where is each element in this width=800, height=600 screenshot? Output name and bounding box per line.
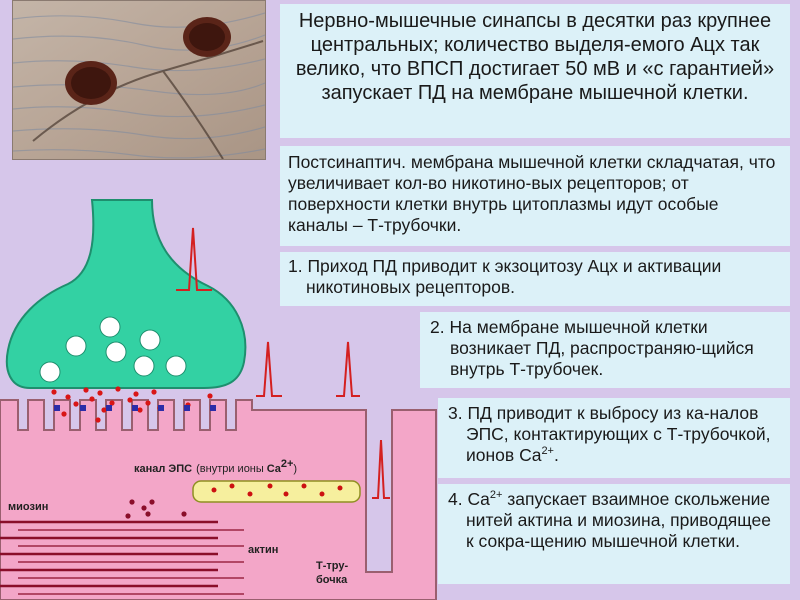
vesicle [165,355,187,377]
intro-box: Нервно-мышечные синапсы в десятки раз кр… [280,4,790,138]
vesicle [139,329,161,351]
step2-box: 2. На мембране мышечной клетки возникает… [420,312,790,388]
histology-photo [12,0,266,160]
spike-membrane-2 [336,341,360,397]
t-tubule-label-2: бочка [316,574,348,586]
actin-filaments [18,529,244,595]
membrane-text: Постсинаптич. мембрана мышечной клетки с… [288,152,776,235]
spike-membrane-1 [256,341,282,397]
intro-text: Нервно-мышечные синапсы в десятки раз кр… [295,10,775,104]
membrane-box: Постсинаптич. мембрана мышечной клетки с… [280,146,790,246]
released-calcium [125,499,187,519]
vesicle [99,316,121,338]
calcium-ions [211,483,343,497]
vesicles [39,316,187,383]
action-potentials [176,227,390,499]
nicotinic-receptors [54,405,216,411]
nerve-terminal [5,199,247,389]
step4-box: 4. Ca2+ запускает взаимное скольжение ни… [438,484,790,584]
spike-t-tubule [372,439,390,499]
vesicle [39,361,61,383]
actin-label: актин [248,544,278,556]
step2-text: 2. На мембране мышечной клетки возникает… [430,317,754,379]
step4-text: 4. Ca2+ запускает взаимное скольжение ни… [448,489,771,551]
vesicle [65,335,87,357]
vesicle [133,355,155,377]
step3-text: 3. ПД приводит к выбросу из ка-налов ЭПС… [448,403,771,465]
step1-text: 1. Приход ПД приводит к экзоцитозу Ацх и… [288,256,722,297]
step1-box: 1. Приход ПД приводит к экзоцитозу Ацх и… [280,252,790,306]
vesicle [105,341,127,363]
myosin-filaments [0,520,218,588]
t-tubule-label-1: Т-тру- [316,560,348,572]
myosin-label: миозин [8,501,48,513]
step3-box: 3. ПД приводит к выбросу из ка-налов ЭПС… [438,398,790,478]
er-channel [192,480,361,503]
spike-terminal [176,227,212,291]
